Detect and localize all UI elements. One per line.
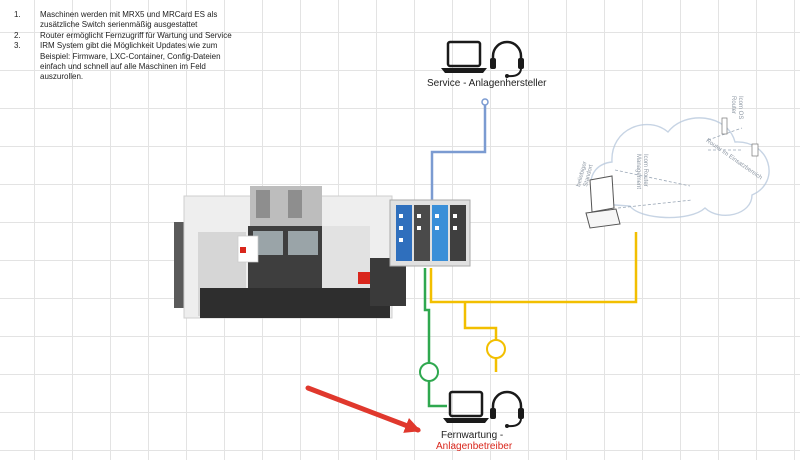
- notes-list: 1. Maschinen werden mit MRX5 und MRCard …: [14, 10, 276, 83]
- yellow-line-long: [429, 232, 638, 304]
- cloud-center-label-2: Management: [635, 154, 641, 190]
- service-laptop-icon: [441, 40, 487, 73]
- note-line: einfach und schnell auf alle Maschinen i…: [40, 62, 206, 72]
- note-line: Beispiel: Firmware, LXC-Container, Confi…: [40, 51, 221, 61]
- blue-node: [481, 98, 489, 106]
- cloud-icon: [590, 117, 770, 219]
- cnc-machine: [174, 186, 406, 319]
- note-item: 3. IRM System gibt die Möglichkeit Updat…: [14, 41, 276, 83]
- note-line: auszurollen.: [40, 72, 84, 82]
- cloud-router-device: [721, 117, 759, 157]
- fernwartung-label: Fernwartung -: [441, 430, 504, 441]
- service-headset-icon: [490, 40, 524, 78]
- note-line: IRM System gibt die Möglichkeit Updates …: [40, 41, 218, 51]
- cloud-links: [614, 127, 743, 209]
- service-label: Service - Anlagenhersteller: [427, 78, 547, 89]
- note-item: 2. Router ermöglicht Fernzugriff für War…: [14, 31, 276, 41]
- note-line: Router ermöglicht Fernzugriff für Wartun…: [40, 30, 232, 40]
- cloud-center-label-1: Icom Router: [642, 154, 648, 187]
- note-line: Maschinen werden mit MRX5 und MRCard ES …: [40, 10, 218, 19]
- note-number: 3.: [14, 41, 21, 51]
- fernwartung-role-label: Anlagenbetreiber: [436, 441, 513, 452]
- green-node: [419, 362, 439, 382]
- router-device: [389, 199, 471, 267]
- note-number: 2.: [14, 30, 21, 40]
- fernwartung-laptop-icon: [443, 390, 489, 423]
- cloud-right-label-1: Icom OS: [737, 96, 743, 120]
- cloud-right-label-2: Router: [730, 96, 736, 115]
- note-item: 1. Maschinen werden mit MRX5 und MRCard …: [14, 10, 276, 31]
- green-line: [423, 268, 447, 408]
- yellow-line-short: [463, 302, 498, 372]
- note-line: zusätzliche Switch serienmäßig ausgestat…: [40, 20, 198, 30]
- blue-line: [430, 102, 487, 210]
- cloud-laptop-icon: [585, 175, 621, 229]
- yellow-node: [486, 339, 506, 359]
- fernwartung-headset-icon: [490, 390, 524, 428]
- note-number: 1.: [14, 10, 21, 19]
- arrow-icon: [305, 385, 421, 433]
